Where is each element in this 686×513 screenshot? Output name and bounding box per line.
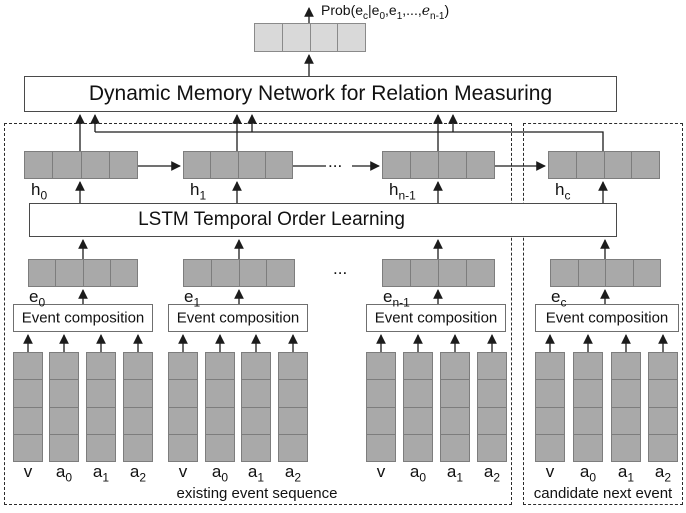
arg-label-a2: a2 xyxy=(284,462,302,485)
candidate-event-panel xyxy=(523,123,683,505)
input-vector-bar xyxy=(241,352,271,462)
input-vector-bar xyxy=(205,352,235,462)
dmn-label: Dynamic Memory Network for Relation Meas… xyxy=(88,82,553,105)
caption-candidate-event: candidate next event xyxy=(533,485,673,502)
arg-label-a2: a2 xyxy=(129,462,147,485)
hidden-state-vector-hn1 xyxy=(382,151,495,179)
arg-label-a0: a0 xyxy=(211,462,229,485)
input-vector-bar xyxy=(86,352,116,462)
dots-embedding-row: ... xyxy=(333,259,348,278)
input-vector-bar xyxy=(278,352,308,462)
input-vector-bar xyxy=(403,352,433,462)
input-vector-bar xyxy=(366,352,396,462)
arg-label-a1: a1 xyxy=(617,462,635,485)
probability-label: Prob(ec|e0,e1,...,en-1) xyxy=(321,2,450,22)
embedding-vector-e0 xyxy=(28,259,138,287)
arg-label-v: v xyxy=(545,462,555,481)
hidden-state-label-h1: h1 xyxy=(190,180,207,203)
embedding-label-ec: ec xyxy=(551,287,567,310)
input-vector-bar xyxy=(49,352,79,462)
arg-label-a0: a0 xyxy=(409,462,427,485)
input-vector-bar xyxy=(477,352,507,462)
event-composition-label: Event composition xyxy=(374,309,498,327)
hidden-state-vector-h0 xyxy=(24,151,138,179)
embedding-vector-en1 xyxy=(382,259,495,287)
embedding-label-e1: e1 xyxy=(184,287,201,310)
input-vector-bar xyxy=(611,352,641,462)
input-vector-bar xyxy=(573,352,603,462)
lstm-label: LSTM Temporal Order Learning xyxy=(138,209,405,230)
input-vector-bar xyxy=(535,352,565,462)
arg-label-a1: a1 xyxy=(446,462,464,485)
existing-sequence-panel xyxy=(4,123,512,505)
arg-label-a2: a2 xyxy=(654,462,672,485)
caption-existing-sequence: existing event sequence xyxy=(176,485,338,502)
output-vector xyxy=(254,23,366,52)
embedding-label-en1: en-1 xyxy=(383,287,410,310)
hidden-state-label-h0: h0 xyxy=(31,180,48,203)
event-composition-box-4: Event composition xyxy=(535,304,679,332)
event-composition-box-3: Event composition xyxy=(366,304,506,332)
arg-label-a2: a2 xyxy=(483,462,501,485)
arg-label-a0: a0 xyxy=(55,462,73,485)
event-composition-label: Event composition xyxy=(545,309,669,327)
arg-label-v: v xyxy=(23,462,33,481)
arg-label-v: v xyxy=(178,462,188,481)
hidden-state-label-hn1: hn-1 xyxy=(389,180,416,203)
arg-label-a1: a1 xyxy=(92,462,110,485)
input-vector-bar xyxy=(648,352,678,462)
lstm-box: LSTM Temporal Order Learning xyxy=(29,203,617,237)
dots-hidden-row: ... xyxy=(328,152,343,171)
dmn-box: Dynamic Memory Network for Relation Meas… xyxy=(24,76,617,112)
embedding-vector-ec xyxy=(550,259,661,287)
arg-label-v: v xyxy=(376,462,386,481)
input-vector-bar xyxy=(123,352,153,462)
event-composition-label: Event composition xyxy=(176,309,300,327)
event-composition-box-2: Event composition xyxy=(168,304,308,332)
arg-label-a0: a0 xyxy=(579,462,597,485)
event-composition-label: Event composition xyxy=(21,309,145,327)
input-vector-bar xyxy=(13,352,43,462)
input-vector-bar xyxy=(440,352,470,462)
input-vector-bar xyxy=(168,352,198,462)
embedding-vector-e1 xyxy=(183,259,295,287)
event-composition-box-1: Event composition xyxy=(13,304,153,332)
embedding-label-e0: e0 xyxy=(29,287,46,310)
hidden-state-label-hc: hc xyxy=(555,180,571,203)
hidden-state-vector-h1 xyxy=(183,151,293,179)
hidden-state-vector-hc xyxy=(548,151,660,179)
arg-label-a1: a1 xyxy=(247,462,265,485)
